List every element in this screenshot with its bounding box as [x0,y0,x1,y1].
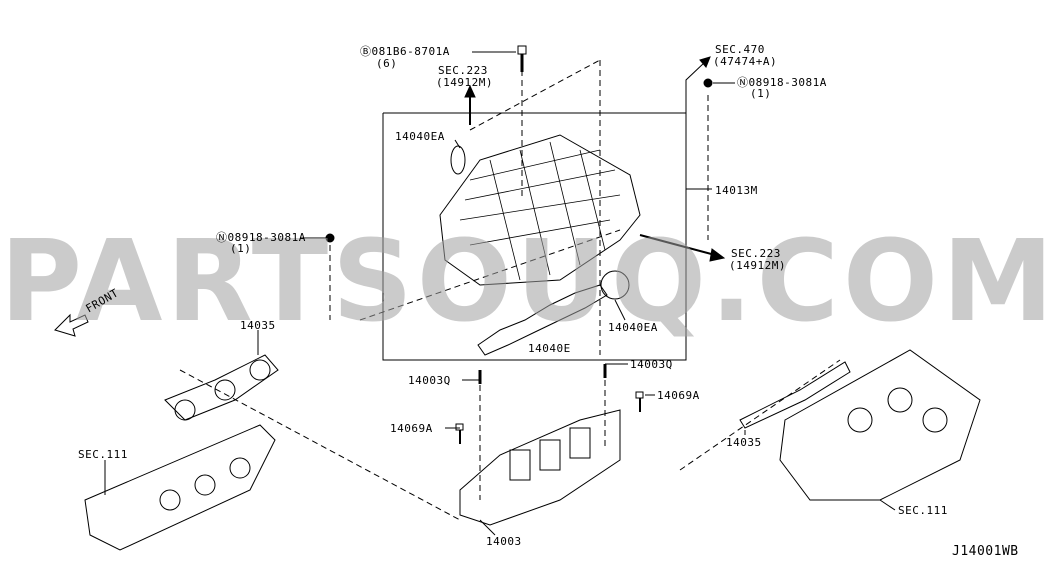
gasket-14040e-label: 14040E [528,342,571,355]
collector-frame [382,112,687,361]
intake-manifold-shape [459,409,621,526]
bolt-14069a-right-label: 14069A [657,389,700,402]
gasket-14035-left-label: 14035 [240,319,276,332]
bolt-14069a-left-label: 14069A [390,422,433,435]
stud-14003q-right-label: 14003Q [630,358,673,371]
stud-14003q-left-label: 14003Q [408,374,451,387]
guide-lines [179,59,841,521]
watermark: PARTSOUQ.COM [0,217,1045,347]
left-cylinder-head-shape [84,424,276,551]
gasket-14040ea-top-label: 14040EA [395,130,445,143]
sec-111-left-label: SEC.111 [78,448,128,461]
gasket-14035-right-label: 14035 [726,436,762,449]
sec-223-right-label: SEC.223 [731,247,781,260]
nut-left-quantity: (1) [230,242,252,255]
sec-470-label: SEC.470 [715,43,765,56]
sec-223-right-ref: (14912M) [729,259,786,272]
sec-223-top-ref: (14912M) [436,76,493,89]
diagram-id: J14001WB [952,544,1019,559]
right-cylinder-head-shape [779,349,981,501]
sec-223-top-label: SEC.223 [438,64,488,77]
sec-111-right-label: SEC.111 [898,504,948,517]
front-arrow-icon [54,313,89,337]
sec-470-ref: (47474+A) [713,55,778,68]
collector-14013m-label: 14013M [715,184,758,197]
nut-left-part-number: Ⓝ08918-3081A [216,231,306,244]
nut-top-quantity: (1) [750,87,772,100]
bolt-quantity: (6) [376,57,398,70]
gasket-14040ea-bottom-label: 14040EA [608,321,658,334]
nut-top-part-number: Ⓝ08918-3081A [737,76,827,89]
intake-collector-shape [439,134,641,286]
bolt-part-number: Ⓑ081B6-8701A [360,45,450,58]
manifold-14003-label: 14003 [486,535,522,548]
